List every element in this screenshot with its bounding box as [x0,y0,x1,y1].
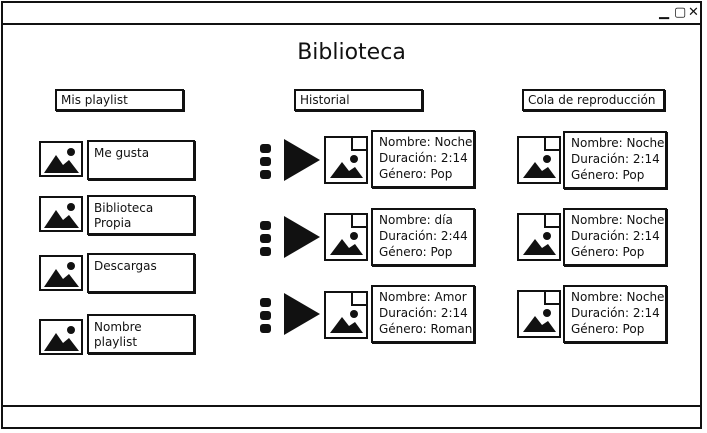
queue-header: Cola de reproducción [522,89,665,111]
track-info: Nombre: Noche Duración: 2:14 Género: Pop [563,285,667,343]
track-name: Nombre: día [379,213,453,227]
track-duration: Duración: 2:14 [379,306,468,320]
page-title: Biblioteca [297,40,406,65]
play-icon[interactable] [284,216,320,258]
image-document-icon [517,213,561,261]
image-icon [39,196,83,232]
track-info: Nombre: Noche Duración: 2:14 Género: Pop [563,131,667,189]
track-duration: Duración: 2:44 [379,229,468,243]
track-name: Nombre: Noche [379,135,473,149]
track-name: Nombre: Noche [571,213,665,227]
track-name: Nombre: Noche [571,290,665,304]
image-document-icon [324,136,368,184]
track-info: Nombre: Amor Duración: 2:14 Género: Roma… [371,285,475,343]
track-duration: Duración: 2:14 [571,306,660,320]
play-icon[interactable] [284,139,320,181]
track-genre: Género: Pop [571,245,645,259]
image-document-icon [517,290,561,338]
playlist-label: Biblioteca Propia [87,195,195,235]
image-document-icon [517,136,561,184]
track-duration: Duración: 2:14 [379,151,468,165]
maximize-icon[interactable]: ▢ [674,5,687,20]
track-name: Nombre: Amor [379,290,467,304]
track-info: Nombre: Noche Duración: 2:14 Género: Pop [371,130,475,188]
play-icon[interactable] [284,293,320,335]
track-genre: Género: Roman [379,322,473,336]
track-genre: Género: Pop [379,167,453,181]
playlist-label: Descargas [87,253,195,293]
title-bar: ▁ ▢ ✕ [3,3,700,25]
drag-handle-icon[interactable] [260,221,272,260]
track-info: Nombre: Noche Duración: 2:14 Género: Pop [563,208,667,266]
image-document-icon [324,291,368,339]
track-name: Nombre: Noche [571,136,665,150]
playlist-label: Me gusta [87,140,195,180]
history-header: Historial [294,89,423,111]
track-genre: Género: Pop [379,245,453,259]
image-icon [39,319,83,355]
status-bar [3,405,700,427]
drag-handle-icon[interactable] [260,144,272,183]
track-genre: Género: Pop [571,322,645,336]
playlists-header: Mis playlist [55,89,184,111]
drag-handle-icon[interactable] [260,298,272,337]
close-icon[interactable]: ✕ [688,5,699,20]
track-duration: Duración: 2:14 [571,152,660,166]
track-duration: Duración: 2:14 [571,229,660,243]
track-info: Nombre: día Duración: 2:44 Género: Pop [371,208,475,266]
playlist-label: Nombre playlist [87,314,195,354]
image-icon [39,255,83,291]
minimize-icon[interactable]: ▁ [659,5,669,20]
image-document-icon [324,213,368,261]
track-genre: Género: Pop [571,168,645,182]
image-icon [39,141,83,177]
